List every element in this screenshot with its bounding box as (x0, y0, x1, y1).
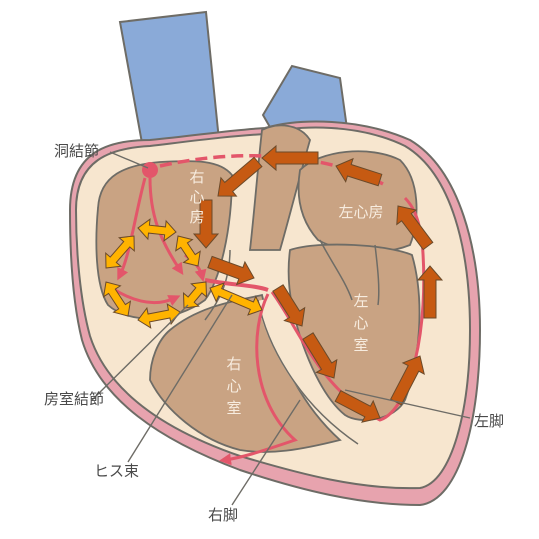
orange-arrow-2 (217, 156, 263, 197)
left-ventricle-char-1: 左 (353, 292, 369, 310)
yellow-arrow-group (102, 218, 263, 329)
left-atrium-label: 左心房 (338, 203, 384, 221)
right-ventricle-char-3: 室 (226, 399, 242, 417)
yellow-arrow-2 (175, 235, 201, 267)
septum-line (257, 299, 359, 445)
yellow-arrow-3 (105, 235, 135, 269)
orange-arrow-9 (416, 265, 444, 319)
orange-arrow-8 (390, 355, 425, 406)
valve-line-2 (319, 239, 353, 301)
label-right-bundle: 右脚 (208, 506, 239, 524)
internodal-path-2 (117, 177, 147, 281)
yellow-arrow-4 (102, 281, 132, 317)
leader-his-bundle (127, 294, 233, 463)
orange-arrow-10 (396, 205, 434, 251)
right-atrium-char-1: 右 (189, 168, 205, 186)
orange-arrow-3 (192, 199, 220, 249)
leader-lines (91, 151, 471, 506)
leader-sa-node (109, 151, 149, 169)
right-atrium-char-3: 房 (189, 208, 205, 226)
sa-node-dot (142, 162, 158, 178)
yellow-arrow-7 (209, 282, 263, 316)
label-sa-node: 洞結節 (54, 142, 100, 160)
orange-arrow-11 (335, 157, 383, 187)
orange-arrow-7 (334, 390, 381, 423)
his-bundle-line (204, 278, 269, 292)
label-his-bundle: ヒス束 (94, 462, 140, 480)
right-ventricle-char-2: 心 (226, 377, 242, 395)
leader-av-node (91, 304, 189, 401)
left-ventricle-char-2: 心 (353, 314, 369, 332)
orange-arrow-6 (302, 332, 338, 379)
valve-line-3 (374, 244, 380, 306)
left-ventricle-char-3: 室 (353, 336, 369, 354)
internodal-path-3 (114, 288, 181, 306)
orange-arrow-4 (207, 255, 255, 286)
right-atrium-char-2: 心 (189, 188, 205, 206)
label-left-bundle: 左脚 (474, 412, 505, 430)
orange-arrow-group (192, 144, 444, 423)
label-av-node: 房室結節 (44, 390, 105, 408)
septum-left-edge (257, 298, 363, 445)
orange-arrow-5 (272, 284, 306, 327)
leader-right-bundle (231, 399, 301, 506)
right-bundle-line (219, 293, 298, 466)
left-atrium-chamber (297, 150, 418, 253)
yellow-arrow-6 (182, 281, 208, 309)
yellow-arrow-1 (137, 218, 177, 242)
right-ventricle-char-1: 右 (226, 355, 242, 373)
leader-left-bundle (344, 389, 471, 419)
orange-arrow-1 (261, 144, 319, 172)
